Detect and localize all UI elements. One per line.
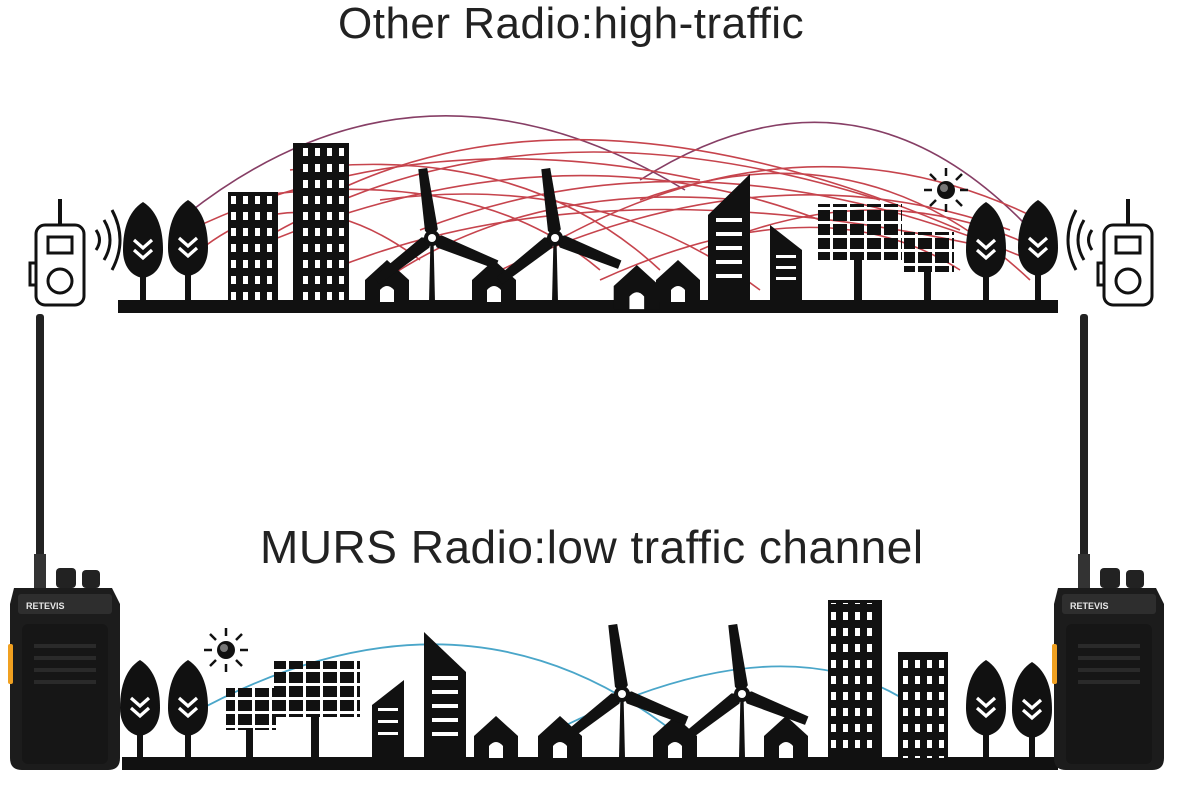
solar-panel-icon [226, 661, 360, 759]
tree-icon [166, 658, 210, 762]
building-icon [372, 632, 466, 758]
walkie-talkie-icon [28, 197, 86, 307]
top-scene [28, 115, 1154, 313]
radio-left: RETEVIS [6, 312, 122, 772]
building-icon [293, 143, 349, 303]
sun-icon [922, 166, 970, 214]
house-icon [656, 260, 700, 302]
bottom-section-title: MURS Radio:low traffic channel [260, 521, 924, 573]
solar-panel-icon [818, 204, 954, 302]
house-icon [538, 716, 582, 758]
top-ground-line [118, 300, 1058, 313]
building-icon [708, 174, 802, 302]
tree-icon [964, 658, 1008, 762]
building-icon [828, 600, 882, 758]
top-section-title: Other Radio:high-traffic [338, 0, 805, 48]
bottom-scene [118, 600, 1058, 770]
building-icon [228, 192, 278, 302]
radio-brand-label: RETEVIS [26, 601, 65, 611]
radio-brand-label: RETEVIS [1070, 601, 1109, 611]
signal-waves-icon [1066, 208, 1094, 272]
walkie-talkie-icon [1096, 197, 1154, 307]
tree-icon [1016, 198, 1060, 302]
tree-icon [121, 200, 165, 304]
bottom-ground-line [122, 757, 1058, 770]
tree-icon [1010, 660, 1054, 764]
signal-waves-icon [94, 208, 122, 272]
building-icon [898, 652, 948, 758]
radio-right: RETEVIS [1050, 312, 1166, 772]
house-icon [474, 716, 518, 758]
tree-icon [166, 198, 210, 302]
sun-icon [202, 626, 250, 674]
tree-icon [118, 658, 162, 762]
